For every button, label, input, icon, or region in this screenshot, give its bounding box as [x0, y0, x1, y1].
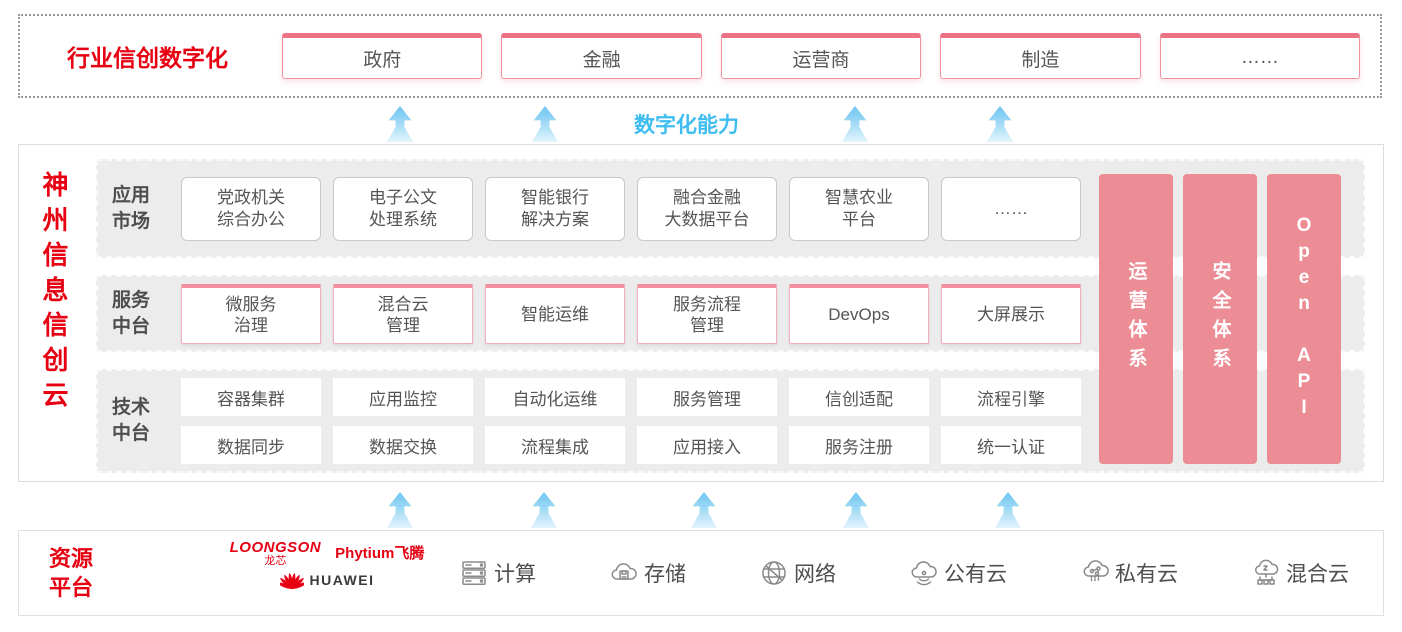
resource-item-private-cloud: 私有云	[1080, 558, 1178, 588]
up-arrow-icon	[987, 106, 1013, 142]
service-box: 服务流程 管理	[637, 283, 777, 344]
public-cloud-icon	[911, 561, 937, 586]
tech-platform-grid: 容器集群 应用监控 自动化运维 服务管理 信创适配 流程引擎 数据同步 数据交换…	[181, 378, 1081, 464]
up-arrow-icon	[843, 492, 869, 528]
app-box-more: ……	[941, 176, 1081, 241]
resource-items: 计算 存储 网络	[459, 531, 1349, 615]
cloud-platform-section: 神州信息信创云 应用 市场 党政机关 综合办公 电子公文 处理系统 智能银行 解…	[18, 144, 1384, 482]
platform-pillars: 运营体系 安全体系 Open API	[1099, 174, 1341, 464]
service-platform-label: 服务 中台	[112, 289, 151, 337]
tech-platform-label: 技术 中台	[112, 397, 151, 444]
resource-item-storage: 存储	[609, 558, 686, 588]
resource-platform-section: 资源 平台 LOONGSON 龙芯 Phytium飞腾	[18, 530, 1384, 616]
service-box: 微服务 治理	[181, 283, 321, 344]
up-arrow-icon	[387, 106, 413, 142]
tech-box: 服务注册	[789, 426, 929, 464]
up-arrow-icon	[531, 492, 557, 528]
hybrid-cloud-icon	[1255, 559, 1279, 585]
capability-arrow-row: 数字化能力	[0, 102, 1402, 144]
resource-item-compute: 计算	[459, 558, 536, 588]
server-icon	[462, 561, 486, 585]
up-arrow-icon	[387, 492, 413, 528]
up-arrow-icon	[691, 492, 717, 528]
app-market-grid: 党政机关 综合办公 电子公文 处理系统 智能银行 解决方案 融合金融 大数据平台…	[181, 176, 1081, 241]
industry-box-more: ……	[1159, 33, 1361, 79]
app-box: 党政机关 综合办公	[181, 176, 321, 241]
private-cloud-icon	[1083, 560, 1109, 582]
service-box: DevOps	[789, 283, 929, 344]
resource-item-network: 网络	[759, 558, 836, 588]
industry-section-title: 行业信创数字化	[67, 45, 228, 71]
tech-box: 应用接入	[637, 426, 777, 464]
resource-arrow-row	[0, 486, 1402, 530]
resource-item-hybrid-cloud: 混合云	[1251, 558, 1349, 588]
tech-box: 容器集群	[181, 378, 321, 416]
up-arrow-icon	[995, 492, 1021, 528]
tech-box: 数据交换	[333, 426, 473, 464]
huawei-logo: HUAWEI	[279, 570, 375, 590]
resource-platform-title: 资源 平台	[49, 546, 94, 600]
capability-label: 数字化能力	[634, 114, 739, 137]
industry-box-government: 政府	[282, 33, 483, 79]
tech-box: 服务管理	[637, 378, 777, 416]
platform-title: 神州信息信创云	[39, 171, 69, 416]
loongson-logo: LOONGSON 龙芯	[229, 539, 322, 567]
resource-item-public-cloud: 公有云	[909, 558, 1007, 588]
app-box: 智慧农业 平台	[789, 176, 929, 241]
storage-cloud-icon	[611, 563, 637, 580]
network-globe-icon	[762, 561, 786, 585]
service-box: 混合云 管理	[333, 283, 473, 344]
pillar-security-system: 安全体系	[1183, 174, 1257, 464]
app-market-label: 应用 市场	[112, 184, 151, 232]
app-box: 智能银行 解决方案	[485, 176, 625, 241]
industry-boxes: 政府 金融 运营商 制造 ……	[282, 33, 1380, 79]
up-arrow-icon	[842, 106, 868, 142]
huawei-petals-icon	[279, 572, 304, 590]
tech-box: 信创适配	[789, 378, 929, 416]
app-box: 融合金融 大数据平台	[637, 176, 777, 241]
tech-box: 流程引擎	[941, 378, 1081, 416]
chip-vendors: LOONGSON 龙芯 Phytium飞腾	[207, 540, 447, 590]
tech-box: 数据同步	[181, 426, 321, 464]
service-box: 大屏展示	[941, 283, 1081, 344]
tech-box: 应用监控	[333, 378, 473, 416]
pillar-open-api: Open API	[1267, 174, 1341, 464]
industry-box-operator: 运营商	[720, 33, 922, 79]
up-arrow-icon	[532, 106, 558, 142]
phytium-logo: Phytium飞腾	[335, 545, 425, 562]
industry-box-manufacturing: 制造	[940, 33, 1141, 79]
app-box: 电子公文 处理系统	[333, 176, 473, 241]
tech-box: 流程集成	[485, 426, 625, 464]
pillar-operation-system: 运营体系	[1099, 174, 1173, 464]
service-box: 智能运维	[485, 283, 625, 344]
tech-box: 统一认证	[941, 426, 1081, 464]
tech-box: 自动化运维	[485, 378, 625, 416]
industry-box-finance: 金融	[501, 33, 702, 79]
service-platform-grid: 微服务 治理 混合云 管理 智能运维 服务流程 管理 DevOps 大屏展示	[181, 283, 1081, 344]
industry-digitalization-section: 行业信创数字化 政府 金融 运营商 制造 ……	[18, 14, 1382, 98]
